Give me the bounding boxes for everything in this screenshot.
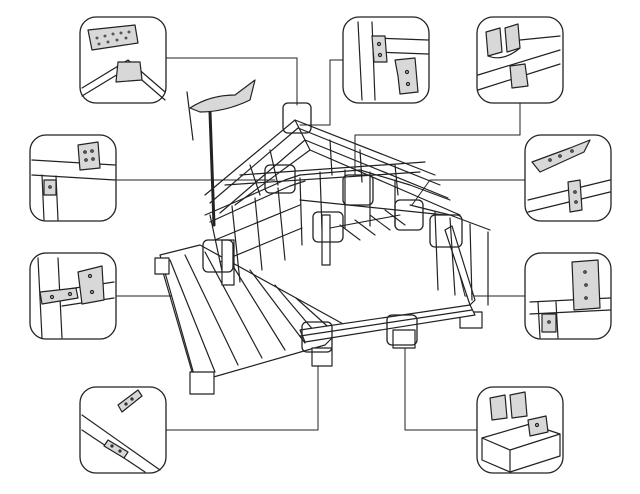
callout-rafter-tie-bracket[interactable] [342, 16, 430, 104]
angle-bracket-icon [357, 21, 429, 101]
leader-lines [116, 57, 526, 431]
callout-ridge-hurricane-tie[interactable] [524, 134, 612, 222]
floor-board [184, 254, 239, 366]
nail-plate-icon [81, 24, 166, 101]
callout-floor-angle-bracket[interactable] [29, 252, 117, 340]
detail-markers [202, 102, 463, 353]
leader-line-splice-plate [164, 349, 319, 431]
detail-marker-beam [312, 211, 344, 243]
floor-board [249, 269, 306, 344]
callout-sill-u-bracket[interactable] [476, 386, 564, 474]
detail-marker-sill [386, 314, 418, 346]
detail-marker-stud-plate [264, 164, 296, 194]
floor-board [169, 259, 216, 373]
corner-bracket-icon [529, 259, 611, 339]
floor-board [227, 257, 286, 351]
truss-web [269, 149, 279, 186]
truss-web [329, 139, 333, 176]
floor-board [204, 251, 263, 359]
callout-stud-angle-plate[interactable] [29, 134, 117, 222]
angle-bracket-icon [37, 257, 115, 339]
floor-deck [159, 244, 346, 383]
truss-web [249, 164, 261, 196]
support-block [311, 347, 333, 367]
support-block [189, 371, 215, 395]
roof-trusses [204, 119, 461, 216]
hurricane-tie-icon [527, 139, 611, 213]
detail-marker-joist-hanger [342, 174, 374, 206]
floor-board [159, 261, 196, 383]
truss-web [394, 164, 399, 196]
right-wall-frame [409, 204, 491, 306]
splice-plate-icon [81, 389, 161, 473]
left-wall-frame [204, 174, 306, 286]
u-bracket-icon [481, 391, 561, 473]
purlin [224, 171, 421, 186]
callout-joist-splice-plate[interactable] [79, 386, 167, 474]
vane-post [186, 79, 256, 227]
vane-blade [189, 79, 256, 113]
detail-marker-floor [202, 239, 234, 273]
leader-line-gusset [164, 57, 298, 106]
leader-line-rafter-tie [299, 59, 346, 126]
callout-truss-gusset-plate[interactable] [79, 16, 167, 104]
leader-line-joist-hanger [354, 94, 521, 176]
timber-frame-assembly [154, 79, 491, 395]
callout-corner-angle-bracket[interactable] [524, 252, 612, 340]
support-block [392, 329, 416, 349]
ceiling-joists [329, 209, 406, 241]
leader-line-sill-bracket [404, 344, 481, 431]
angle-plate-icon [31, 141, 116, 221]
detail-marker-corner [429, 214, 463, 248]
detail-marker-splice [301, 321, 333, 353]
right-sill-beam [444, 225, 476, 306]
post [221, 239, 235, 286]
purlin [239, 161, 426, 176]
back-wall-frame [299, 169, 451, 266]
joist-hanger-icon [477, 23, 561, 91]
detail-marker-hurricane-tie [394, 199, 424, 231]
detail-marker-gusset [282, 102, 312, 134]
center-post [321, 214, 331, 266]
support-block [154, 257, 170, 275]
ridge-beam [294, 119, 311, 151]
callout-joist-hanger-top[interactable] [476, 16, 564, 104]
